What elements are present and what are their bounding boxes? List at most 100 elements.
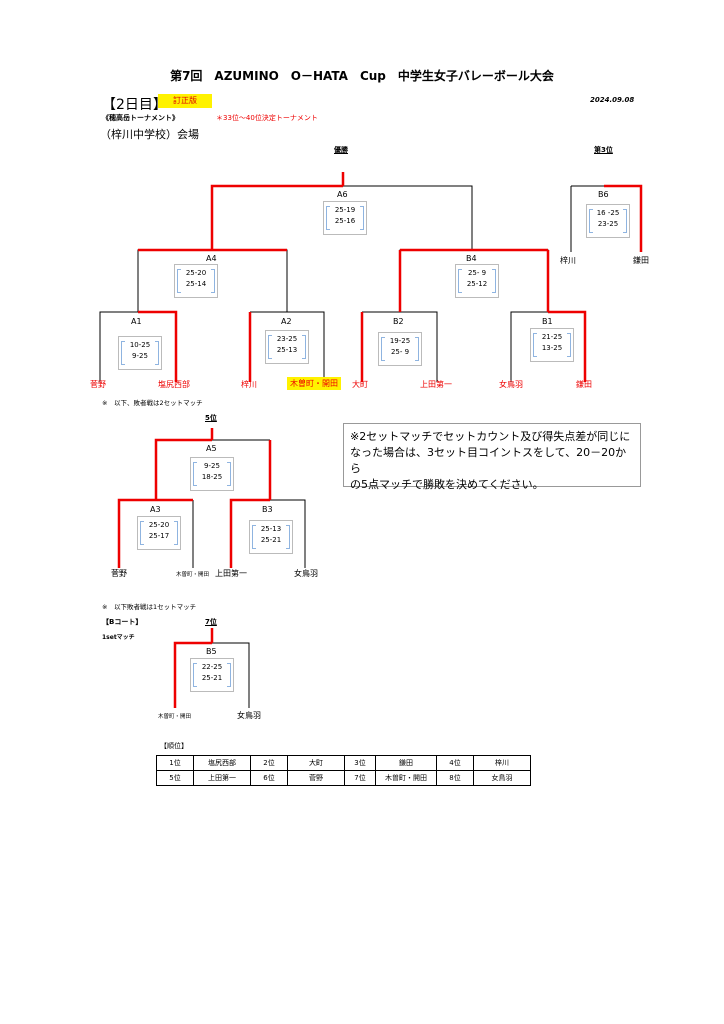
match-label-b3: B3 bbox=[262, 505, 273, 514]
subtitle-note: ＊33位～40位決定トーナメント bbox=[216, 114, 318, 122]
day-label: 【2日目】 bbox=[102, 97, 167, 113]
match-label-a4: A4 bbox=[206, 254, 217, 263]
team-cell: 塩尻西部 bbox=[193, 755, 251, 771]
table-row: 5位 上田第一 6位 菅野 7位 木曽町・開田 8位 女鳥羽 bbox=[156, 770, 531, 786]
score-box-a2: 23-25 25-13 bbox=[265, 330, 309, 364]
rank-cell: 8位 bbox=[436, 770, 474, 786]
venue-label: （梓川中学校）会場 bbox=[100, 128, 199, 141]
page-title: 第7回 AZUMINO O－HATA Cup 中学生女子バレーボール大会 bbox=[170, 69, 554, 83]
score-a6-set1: 25-19 bbox=[334, 206, 356, 214]
team-cell: 上田第一 bbox=[193, 770, 251, 786]
tournament-subtitle: 《穂高岳トーナメント》 bbox=[102, 114, 179, 122]
rule-note-box: ※2セットマッチでセットカウント及び得失点差が同じに なった場合は、3セット目コ… bbox=[343, 423, 641, 491]
team-label: 上田第一 bbox=[215, 569, 247, 578]
rank-cell: 5位 bbox=[156, 770, 194, 786]
team-cell: 大町 bbox=[287, 755, 345, 771]
score-b4-set1: 25- 9 bbox=[467, 269, 487, 277]
score-b2-set1: 19-25 bbox=[389, 337, 411, 345]
bracket-paren-icon bbox=[415, 337, 419, 361]
rank-cell: 4位 bbox=[436, 755, 474, 771]
bracket-paren-icon bbox=[174, 521, 178, 545]
team-cell: 鎌田 bbox=[375, 755, 437, 771]
bracket-paren-icon bbox=[492, 269, 496, 293]
bracket-paren-icon bbox=[140, 521, 144, 545]
bracket-paren-icon bbox=[227, 462, 231, 486]
team-label: 鎌田 bbox=[576, 380, 592, 389]
score-box-b4: 25- 9 25-12 bbox=[455, 264, 499, 298]
team-label: 大町 bbox=[352, 380, 368, 389]
champion-label: 優勝 bbox=[334, 146, 348, 154]
court-label: 【Bコート】 bbox=[102, 618, 143, 626]
score-b6-set2: 23-25 bbox=[597, 220, 619, 228]
bracket-paren-icon bbox=[623, 209, 627, 233]
team-label: 上田第一 bbox=[420, 380, 452, 389]
loser-note-1set: ※ 以下敗者戦は1セットマッチ bbox=[102, 603, 197, 611]
team-label: 女鳥羽 bbox=[294, 569, 318, 578]
bracket-paren-icon bbox=[326, 206, 330, 230]
score-b6-set1: 16 -25 bbox=[596, 209, 620, 217]
team-label: 塩尻西部 bbox=[158, 380, 190, 389]
bracket-paren-icon bbox=[193, 462, 197, 486]
match-label-a2: A2 bbox=[281, 317, 292, 326]
ranking-table: 1位 塩尻西部 2位 大町 3位 鎌田 4位 梓川 5位 上田第一 6位 菅野 … bbox=[156, 755, 531, 786]
ranking-title: 【順位】 bbox=[160, 742, 188, 750]
score-box-a4: 25-20 25-14 bbox=[174, 264, 218, 298]
score-box-a1: 10-25 9-25 bbox=[118, 336, 162, 370]
match-label-a6: A6 bbox=[337, 190, 348, 199]
team-label: 木曽町・開田 bbox=[176, 572, 210, 578]
rank-cell: 2位 bbox=[250, 755, 288, 771]
third-place-label: 第3位 bbox=[594, 146, 613, 154]
rank-cell: 7位 bbox=[344, 770, 376, 786]
score-a5-set2: 18-25 bbox=[201, 473, 223, 481]
score-a2-set2: 25-13 bbox=[276, 346, 298, 354]
score-a4-set2: 25-14 bbox=[185, 280, 207, 288]
team-label: 菅野 bbox=[111, 569, 127, 578]
bracket-paren-icon bbox=[381, 337, 385, 361]
score-a3-set1: 25-20 bbox=[148, 521, 170, 529]
rule-note-line: なった場合は、3セット目コイントスをして、20－20から bbox=[350, 446, 627, 475]
match-label-a3: A3 bbox=[150, 505, 161, 514]
table-row: 1位 塩尻西部 2位 大町 3位 鎌田 4位 梓川 bbox=[156, 755, 531, 771]
team-label: 女鳥羽 bbox=[499, 380, 523, 389]
fifth-place-label: 5位 bbox=[205, 414, 217, 422]
score-a4-set1: 25-20 bbox=[185, 269, 207, 277]
score-a1-set2: 9-25 bbox=[132, 352, 148, 360]
score-a2-set1: 23-25 bbox=[276, 335, 298, 343]
score-b3-set2: 25-21 bbox=[260, 536, 282, 544]
match-label-b5: B5 bbox=[206, 647, 217, 656]
bracket-paren-icon bbox=[268, 335, 272, 359]
match-label-a5: A5 bbox=[206, 444, 217, 453]
match-label-b4: B4 bbox=[466, 254, 477, 263]
rank-cell: 6位 bbox=[250, 770, 288, 786]
match-label-a1: A1 bbox=[131, 317, 142, 326]
match-label-b1: B1 bbox=[542, 317, 553, 326]
team-label: 女鳥羽 bbox=[237, 711, 261, 720]
score-box-a5: 9-25 18-25 bbox=[190, 457, 234, 491]
team-label: 木曽町・開田 bbox=[158, 714, 192, 720]
score-box-b2: 19-25 25- 9 bbox=[378, 332, 422, 366]
bracket-paren-icon bbox=[286, 525, 290, 549]
bracket-paren-icon bbox=[533, 333, 537, 357]
score-box-b1: 21-25 13-25 bbox=[530, 328, 574, 362]
loser-note-2set: ※ 以下、敗者戦は2セットマッチ bbox=[102, 399, 203, 407]
team-cell: 菅野 bbox=[287, 770, 345, 786]
rule-note-line: ※2セットマッチでセットカウント及び得失点差が同じに bbox=[350, 430, 631, 443]
set-format-label: 1setマッチ bbox=[102, 634, 135, 641]
bracket-paren-icon bbox=[177, 269, 181, 293]
score-a6-set2: 25-16 bbox=[334, 217, 356, 225]
score-box-b5: 22-25 25-21 bbox=[190, 658, 234, 692]
seventh-place-label: 7位 bbox=[205, 618, 217, 626]
bracket-paren-icon bbox=[227, 663, 231, 687]
team-label: 梓川 bbox=[560, 256, 576, 265]
score-box-b6: 16 -25 23-25 bbox=[586, 204, 630, 238]
score-a1-set1: 10-25 bbox=[129, 341, 151, 349]
team-label: 梓川 bbox=[241, 380, 257, 389]
bracket-paren-icon bbox=[193, 663, 197, 687]
bracket-paren-icon bbox=[155, 341, 159, 365]
team-label: 菅野 bbox=[90, 380, 106, 389]
team-cell: 梓川 bbox=[473, 755, 531, 771]
team-cell: 女鳥羽 bbox=[473, 770, 531, 786]
score-a5-set1: 9-25 bbox=[204, 462, 220, 470]
bracket-paren-icon bbox=[589, 209, 593, 233]
score-b5-set1: 22-25 bbox=[201, 663, 223, 671]
